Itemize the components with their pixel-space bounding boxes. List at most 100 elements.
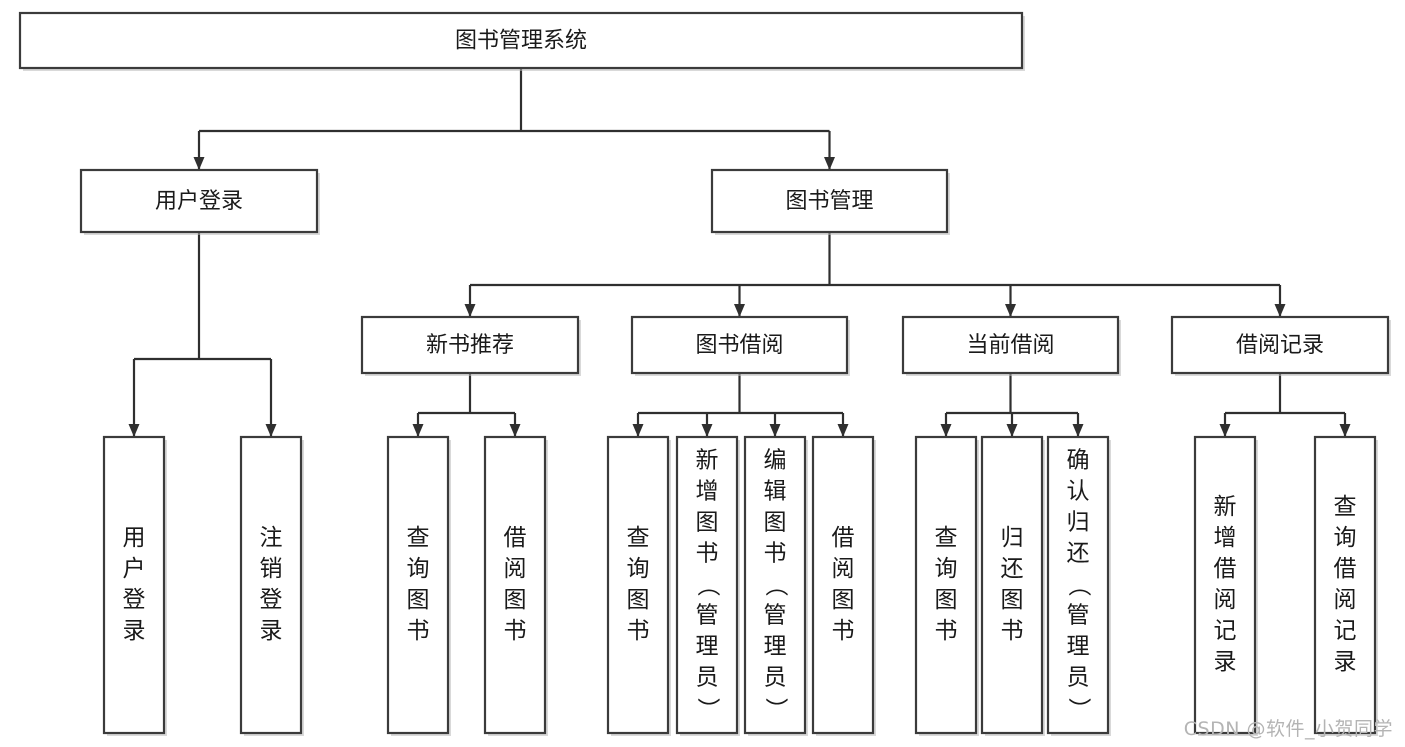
node-label-char: ） <box>763 698 789 721</box>
arrow-head-icon <box>464 304 476 317</box>
node-label-char: 确 <box>1067 448 1090 474</box>
node-box[interactable] <box>1193 435 1257 735</box>
node-leaf-user-login[interactable]: 用户登录 <box>102 435 167 736</box>
node-label-char: （ <box>763 574 789 597</box>
node-new-book-recommend[interactable]: 新书推荐 <box>360 315 581 376</box>
node-label-char: ） <box>695 698 721 721</box>
node-box[interactable] <box>1313 435 1377 735</box>
node-label-char: 理 <box>696 634 719 660</box>
node-label-char: 查 <box>627 525 650 551</box>
node-box[interactable] <box>914 435 978 735</box>
arrow-head-icon <box>1006 424 1018 437</box>
arrow-head-icon <box>1339 424 1351 437</box>
node-box[interactable] <box>675 435 739 735</box>
node-label-char: 阅 <box>504 556 527 582</box>
node-box[interactable] <box>239 435 303 735</box>
node-label-char: 阅 <box>1334 587 1357 613</box>
node-label-char: 录 <box>1214 649 1237 675</box>
node-label-char: 录 <box>260 618 283 644</box>
node-label-char: 查 <box>935 525 958 551</box>
node-label-char: 图 <box>935 587 958 613</box>
node-root[interactable]: 图书管理系统 <box>18 11 1025 71</box>
node-box[interactable] <box>18 11 1024 70</box>
node-label-char: 图 <box>764 510 787 536</box>
node-box[interactable] <box>630 315 849 375</box>
node-label-char: 书 <box>627 618 650 644</box>
node-label-char: 图 <box>1001 587 1024 613</box>
node-borrow-record[interactable]: 借阅记录 <box>1170 315 1391 376</box>
node-box[interactable] <box>360 315 580 375</box>
node-label-char: 录 <box>1334 649 1357 675</box>
node-label-char: 理 <box>764 634 787 660</box>
node-label-char: 新 <box>1214 494 1237 520</box>
node-label-char: 户 <box>123 556 146 582</box>
node-label-char: 归 <box>1001 525 1024 551</box>
node-box[interactable] <box>1170 315 1390 375</box>
node-label-char: 还 <box>1001 556 1024 582</box>
node-label-char: 记 <box>1334 618 1357 644</box>
node-box[interactable] <box>79 168 319 234</box>
node-book-manage[interactable]: 图书管理 <box>710 168 950 235</box>
node-label: 用户登录 <box>155 189 243 214</box>
arrow-head-icon <box>412 424 424 437</box>
connector-layer <box>128 68 1351 437</box>
node-label-char: 书 <box>696 541 719 567</box>
node-box[interactable] <box>1046 435 1110 735</box>
node-box[interactable] <box>606 435 670 735</box>
node-label: 图书管理系统 <box>455 29 587 54</box>
node-label-char: 阅 <box>1214 587 1237 613</box>
node-label-char: 书 <box>764 541 787 567</box>
node-label-char: 增 <box>1214 525 1237 551</box>
node-label-char: 管 <box>1067 603 1090 629</box>
node-box[interactable] <box>102 435 166 735</box>
node-label-char: 图 <box>407 587 430 613</box>
node-label-char: 销 <box>260 556 283 582</box>
node-box[interactable] <box>710 168 949 234</box>
node-label-char: 询 <box>935 556 958 582</box>
node-label-char: 编 <box>764 448 787 474</box>
node-current-borrow[interactable]: 当前借阅 <box>901 315 1121 376</box>
node-label-char: 录 <box>123 618 146 644</box>
node-label: 图书管理 <box>785 189 873 214</box>
node-user-login[interactable]: 用户登录 <box>79 168 320 235</box>
node-label-char: 询 <box>1334 525 1357 551</box>
arrow-head-icon <box>1005 304 1016 317</box>
node-label-char: 书 <box>832 618 855 644</box>
node-label-char: 新 <box>696 448 719 474</box>
node-label-char: 书 <box>407 618 430 644</box>
node-label-char: 阅 <box>832 556 855 582</box>
node-label-char: 员 <box>1067 665 1090 691</box>
node-label-char: 借 <box>504 525 527 551</box>
node-label-char: （ <box>695 574 721 597</box>
node-box[interactable] <box>483 435 547 735</box>
node-box[interactable] <box>980 435 1044 735</box>
node-label-char: 管 <box>696 603 719 629</box>
node-box[interactable] <box>386 435 450 735</box>
node-book-borrow[interactable]: 图书借阅 <box>630 315 850 376</box>
arrow-head-icon <box>632 424 644 437</box>
node-box[interactable] <box>901 315 1120 375</box>
node-label-char: 查 <box>1334 494 1357 520</box>
node-label-char: 认 <box>1067 479 1090 505</box>
node-label-char: 理 <box>1067 634 1090 660</box>
node-label-char: 书 <box>935 618 958 644</box>
node-label-char: 借 <box>832 525 855 551</box>
node-box[interactable] <box>743 435 807 735</box>
node-label-char: 图 <box>627 587 650 613</box>
node-box[interactable] <box>811 435 875 735</box>
node-label-char: 记 <box>1214 618 1237 644</box>
